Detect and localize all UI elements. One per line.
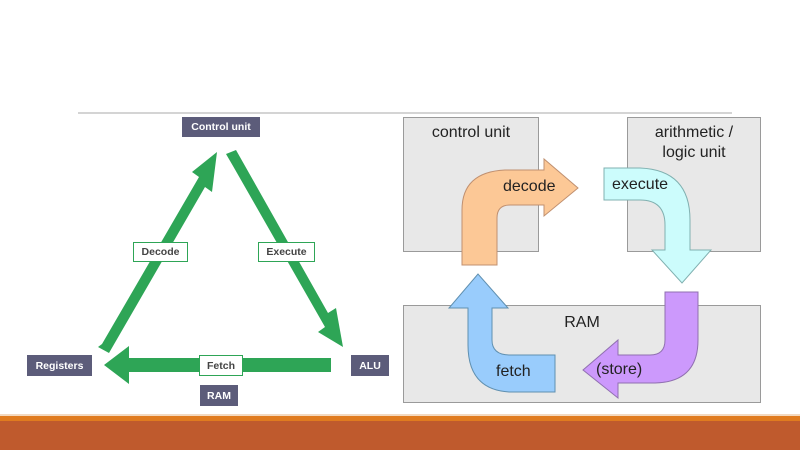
execute-curved-arrow <box>603 167 713 284</box>
node-alu: ALU <box>351 355 389 376</box>
edge-label-fetch: Fetch <box>199 355 243 376</box>
decode-curved-arrow <box>461 157 579 266</box>
arrow-label-store: (store) <box>596 361 643 378</box>
footer-band <box>0 421 800 450</box>
box-alu-label-line2: logic unit <box>662 144 726 161</box>
footer-accent-line <box>0 416 800 421</box>
arrow-label-execute: execute <box>612 176 669 193</box>
box-control-unit-label: control unit <box>431 124 511 141</box>
node-ram: RAM <box>200 385 238 406</box>
edge-label-decode: Decode <box>133 242 188 262</box>
box-ram-label: RAM <box>564 314 600 331</box>
title-divider <box>78 112 732 114</box>
box-ram: RAM <box>403 305 761 403</box>
box-alu-label-line1: arithmetic / <box>654 124 734 141</box>
edge-label-execute: Execute <box>258 242 315 262</box>
footer-highlight <box>0 414 800 416</box>
node-registers: Registers <box>27 355 92 376</box>
store-curved-arrow <box>582 291 699 400</box>
arrow-label-decode: decode <box>503 178 556 195</box>
fetch-curved-arrow <box>447 273 556 393</box>
node-control-unit: Control unit <box>182 117 260 137</box>
arrow-label-fetch: fetch <box>496 363 531 380</box>
